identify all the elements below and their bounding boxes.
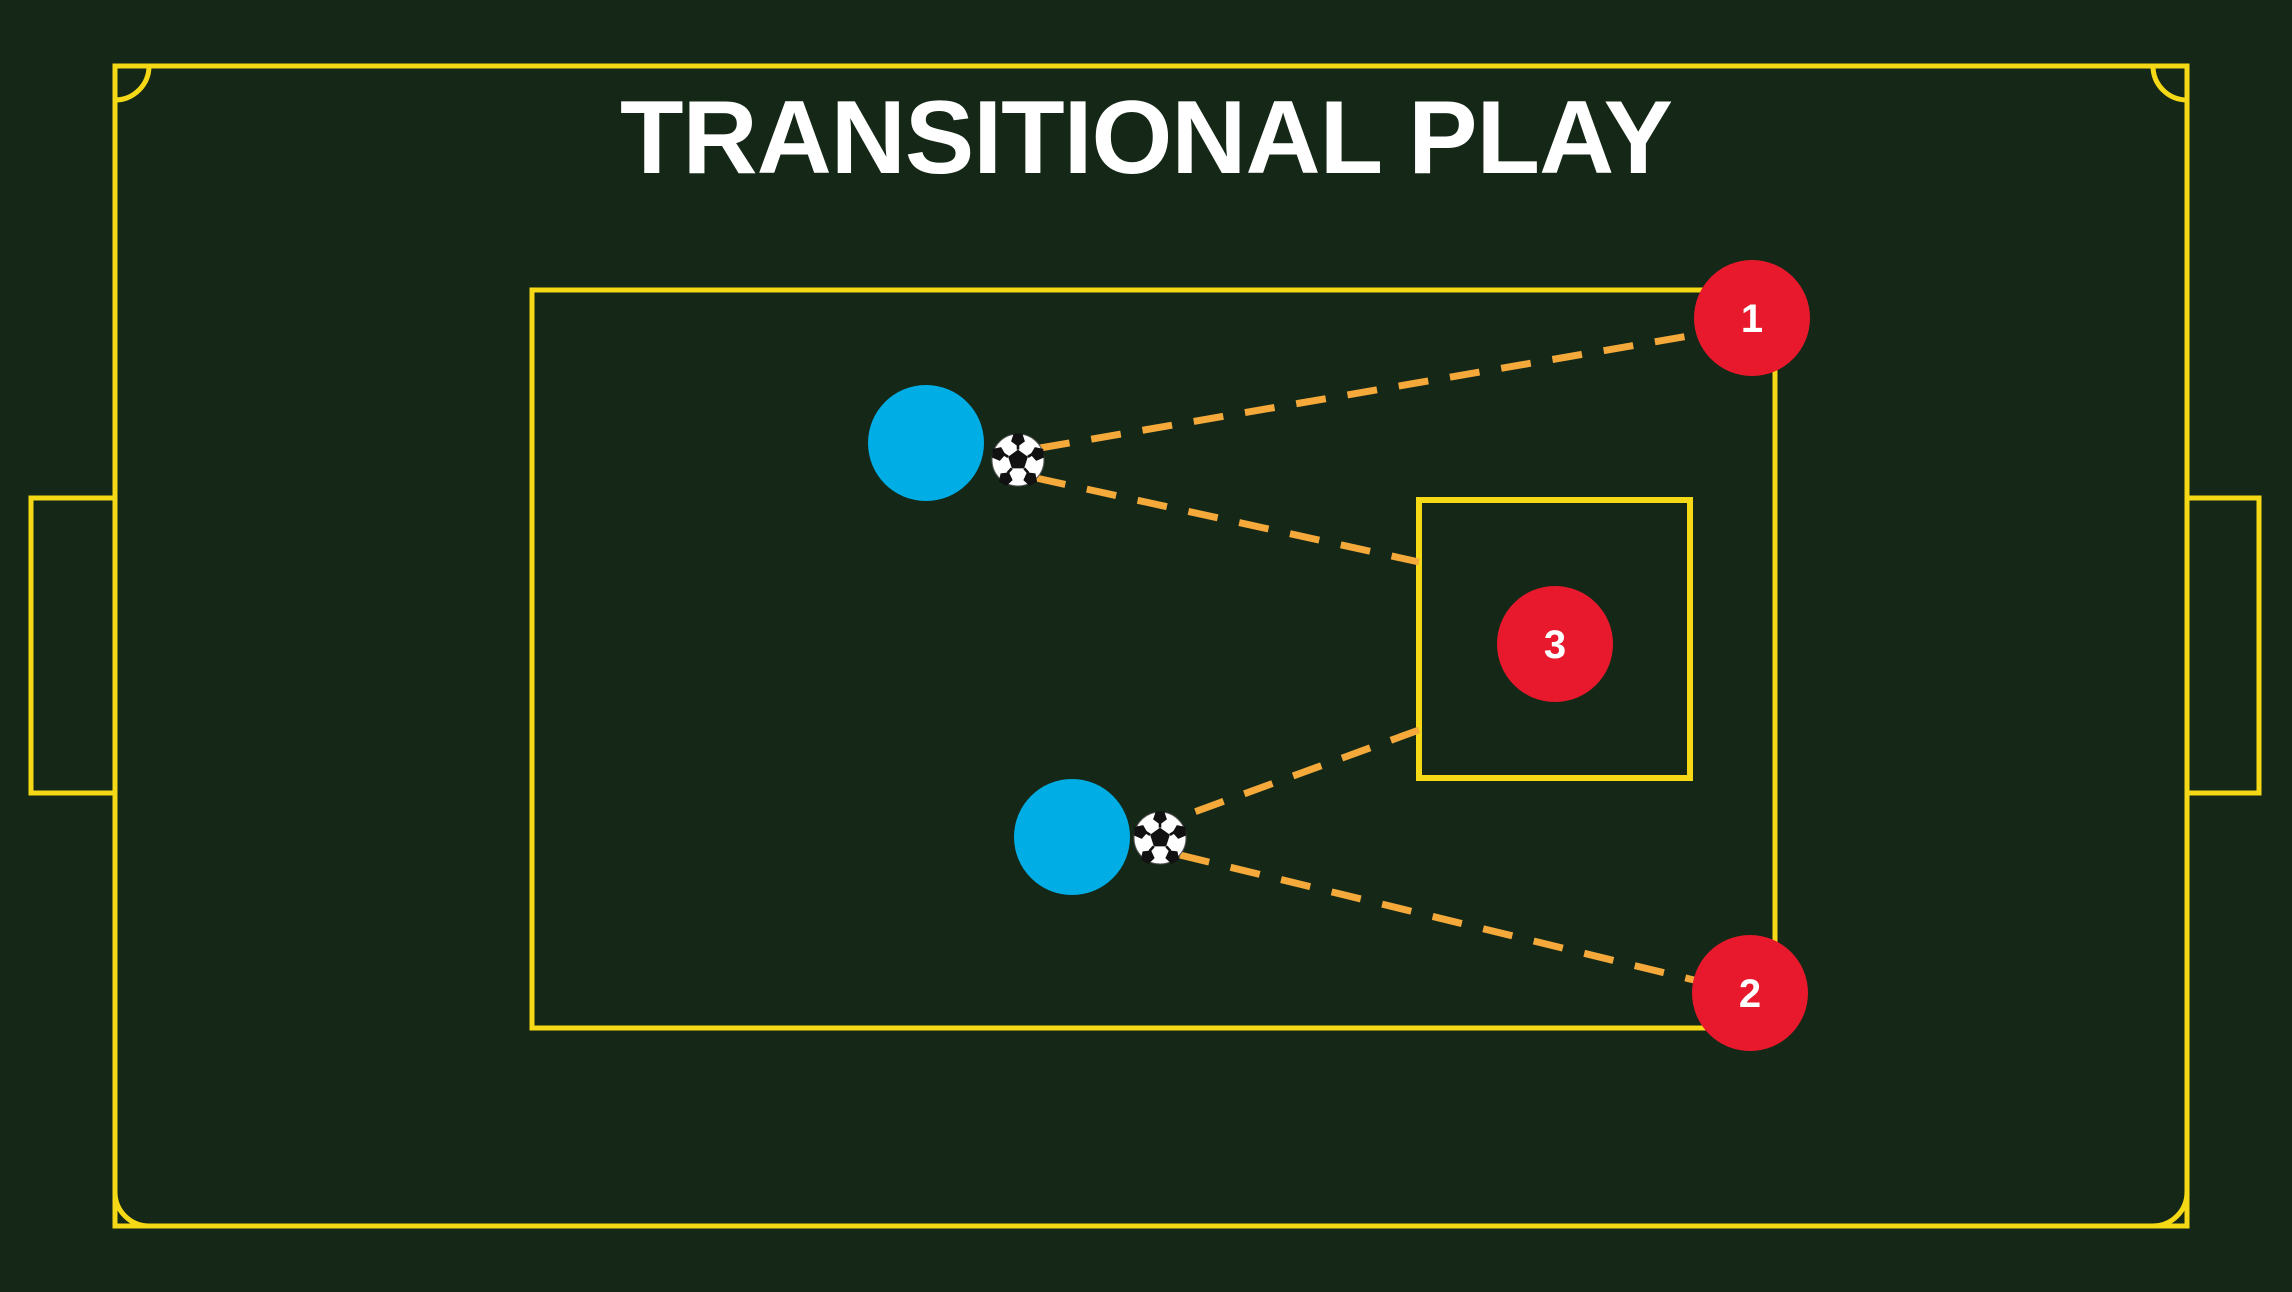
player-marker-attacker-3[interactable] [1497, 586, 1613, 702]
pass-top-to-1 [1039, 330, 1701, 452]
pass-zone-to-bottom-ball [1176, 726, 1421, 822]
goal-box-right [2184, 495, 2262, 796]
corner-arc-top-right-icon [2150, 65, 2188, 103]
player-marker-defender-1[interactable] [868, 385, 984, 501]
zone-large-rectangle [529, 287, 1778, 1031]
player-marker-defender-2[interactable] [1014, 779, 1130, 895]
player-marker-attacker-1[interactable] [1694, 260, 1810, 376]
player-marker-attacker-2[interactable] [1692, 935, 1808, 1051]
player-marker-group [868, 260, 1810, 1051]
pass-top-to-zone [1035, 474, 1420, 566]
soccer-ball-icon-ball-top [991, 433, 1045, 487]
soccer-ball-icon-ball-bottom [1133, 811, 1187, 865]
goal-box-left [28, 495, 118, 796]
ball-marker-group [991, 433, 1187, 865]
corner-arc-bottom-left-icon [112, 1191, 150, 1229]
pass-bottom-to-2 [1179, 851, 1699, 985]
pass-line-group [1035, 330, 1701, 985]
corner-arc-top-left-icon [114, 65, 152, 103]
zone-small-rectangle [1416, 497, 1693, 781]
corner-arc-bottom-right-icon [2152, 1191, 2190, 1229]
